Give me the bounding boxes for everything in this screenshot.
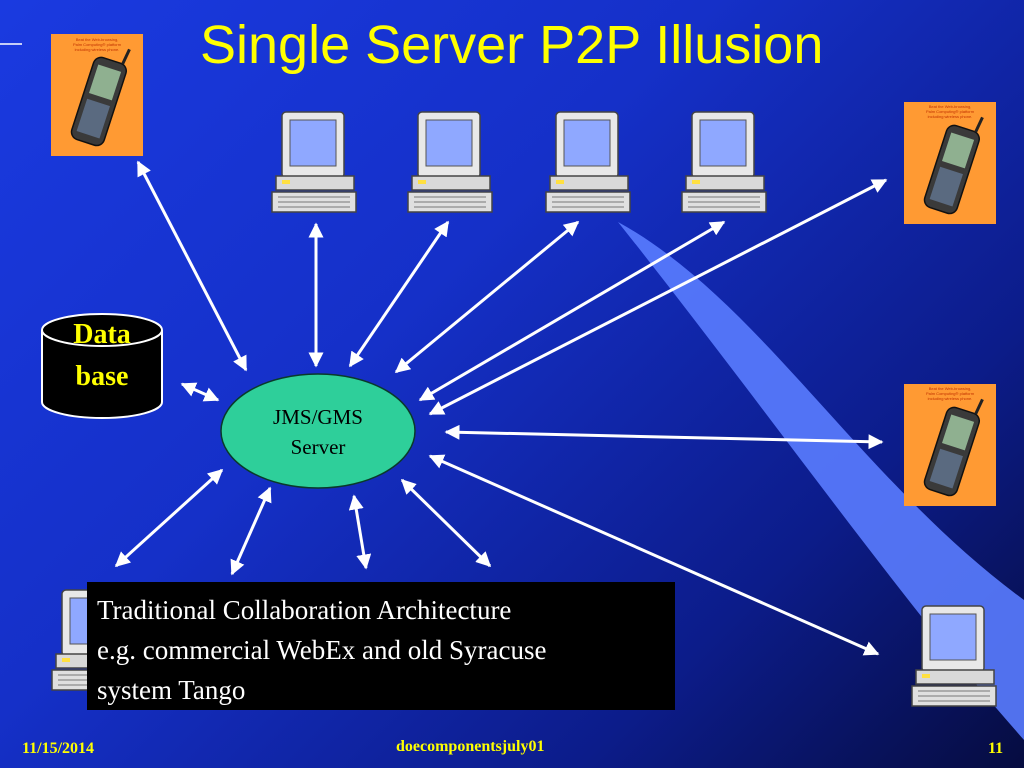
- phone-caption: Beat the Web-browsing,Palm Computing® pl…: [925, 386, 975, 401]
- link-pc-4: [418, 220, 726, 402]
- phone-caption: Beat the Web-browsing,Palm Computing® pl…: [72, 37, 122, 52]
- computer-icon: [271, 111, 357, 213]
- link-pc-3: [394, 220, 580, 374]
- link-bottom-1: [114, 468, 224, 568]
- architecture-callout: Traditional Collaboration Architecture e…: [87, 582, 675, 710]
- footer-date: 11/15/2014: [22, 740, 95, 757]
- server-label: JMS/GMS Server: [273, 405, 363, 459]
- phone-caption: Beat the Web-browsing,Palm Computing® pl…: [925, 104, 975, 119]
- link-bottom-2: [230, 486, 272, 576]
- footer-name: doecomponentsjuly01: [396, 738, 545, 755]
- computer-icon: [911, 605, 997, 707]
- computer-icon: [681, 111, 767, 213]
- phone-icon: [902, 382, 998, 508]
- page-number: 11: [988, 740, 1004, 757]
- link-bottom-3: [348, 494, 372, 570]
- server-node: [220, 373, 416, 489]
- link-database: [180, 382, 220, 402]
- phone-icon: [49, 32, 145, 158]
- computer-icon: [407, 111, 493, 213]
- page-title: Single Server P2P Illusion: [200, 15, 824, 75]
- link-pc-2: [348, 220, 450, 368]
- database-icon: [41, 313, 163, 419]
- computer-icon: [545, 111, 631, 213]
- link-phone-top-left: [136, 160, 248, 372]
- link-bottom-4: [400, 478, 492, 568]
- database-label: Data base: [73, 319, 131, 392]
- link-phone-top-right: [428, 178, 888, 416]
- phone-icon: [902, 100, 998, 226]
- link-pc-right: [428, 454, 880, 656]
- link-phone-right: [444, 424, 884, 450]
